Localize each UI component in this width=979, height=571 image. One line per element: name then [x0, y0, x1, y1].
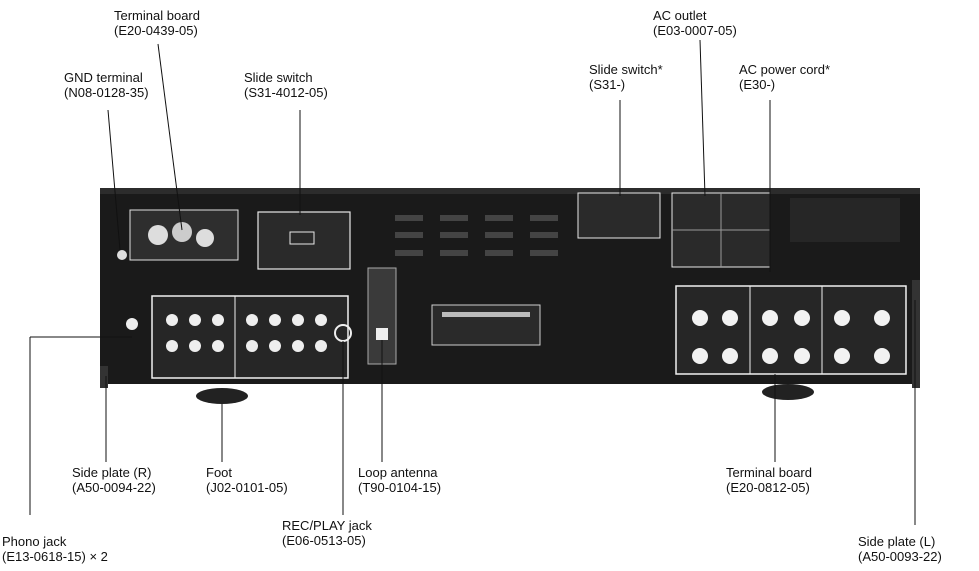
callout-part: (A50-0094-22)	[72, 480, 156, 495]
phono-jack	[126, 318, 138, 330]
callout-name: Terminal board	[114, 8, 200, 23]
callout-loop-antenna: Loop antenna (T90-0104-15)	[358, 465, 441, 495]
callout-terminal-board-top: Terminal board (E20-0439-05)	[114, 8, 200, 38]
callout-terminal-board-bottom: Terminal board (E20-0812-05)	[726, 465, 812, 495]
ac-outlet-block	[671, 192, 771, 268]
callout-side-plate-r: Side plate (R) (A50-0094-22)	[72, 465, 156, 495]
callout-name: GND terminal	[64, 70, 143, 85]
side-plate-l	[912, 280, 920, 388]
center-vents	[395, 215, 558, 256]
callout-part: (N08-0128-35)	[64, 85, 149, 100]
callout-slide-switch-right: Slide switch* (S31-)	[589, 62, 663, 92]
callout-name: Foot	[206, 465, 233, 480]
speaker-terminal-board	[675, 285, 907, 375]
callout-foot: Foot (J02-0101-05)	[206, 465, 288, 495]
callout-part: (E20-0439-05)	[114, 23, 198, 38]
panel-top-edge	[100, 188, 920, 194]
callout-part: (J02-0101-05)	[206, 480, 288, 495]
foot-left	[196, 388, 248, 404]
rating-label-plate	[431, 304, 541, 346]
callout-name: Side plate (R)	[72, 465, 152, 480]
callout-name: Side plate (L)	[858, 534, 936, 549]
callout-ac-outlet: AC outlet (E03-0007-05)	[653, 8, 737, 38]
callout-name: AC power cord*	[739, 62, 831, 77]
callout-part: (E06-0513-05)	[282, 533, 366, 548]
gnd-terminal-screw	[117, 250, 127, 260]
callout-part: (E20-0812-05)	[726, 480, 810, 495]
callout-part: (E30-)	[739, 77, 776, 92]
callout-part: (E13-0618-15) × 2	[2, 549, 108, 564]
callout-name: REC/PLAY jack	[282, 518, 372, 533]
callout-name: Slide switch*	[589, 62, 663, 77]
callout-part: (A50-0093-22)	[858, 549, 942, 564]
callout-name: AC outlet	[653, 8, 707, 23]
callout-phono-jack: Phono jack (E13-0618-15) × 2	[2, 534, 108, 564]
terminal-board-top	[129, 209, 239, 261]
slide-switch-right	[577, 192, 661, 239]
input-jack-panel	[151, 295, 349, 379]
callout-part: (E03-0007-05)	[653, 23, 737, 38]
leader-lines	[29, 39, 916, 525]
foot-right	[762, 384, 814, 400]
callout-part: (T90-0104-15)	[358, 480, 442, 495]
callout-part: (S31-4012-05)	[244, 85, 328, 100]
callout-name: Loop antenna	[358, 465, 438, 480]
side-plate-r	[100, 366, 108, 388]
callout-slide-switch-left: Slide switch (S31-4012-05)	[244, 70, 328, 100]
callout-part: (S31-)	[589, 77, 626, 92]
loop-antenna-terminal	[376, 328, 388, 340]
callout-name: Slide switch	[244, 70, 313, 85]
callout-name: Terminal board	[726, 465, 812, 480]
slide-switch-left	[257, 211, 351, 270]
callout-side-plate-l: Side plate (L) (A50-0093-22)	[858, 534, 942, 564]
callout-gnd-terminal: GND terminal (N08-0128-35)	[64, 70, 149, 100]
callout-name: Phono jack	[2, 534, 67, 549]
heatsink	[790, 198, 900, 242]
callout-ac-power-cord: AC power cord* (E30-)	[739, 62, 830, 92]
callout-rec-play-jack: REC/PLAY jack (E06-0513-05)	[282, 518, 372, 548]
rating-label-line	[442, 312, 530, 317]
